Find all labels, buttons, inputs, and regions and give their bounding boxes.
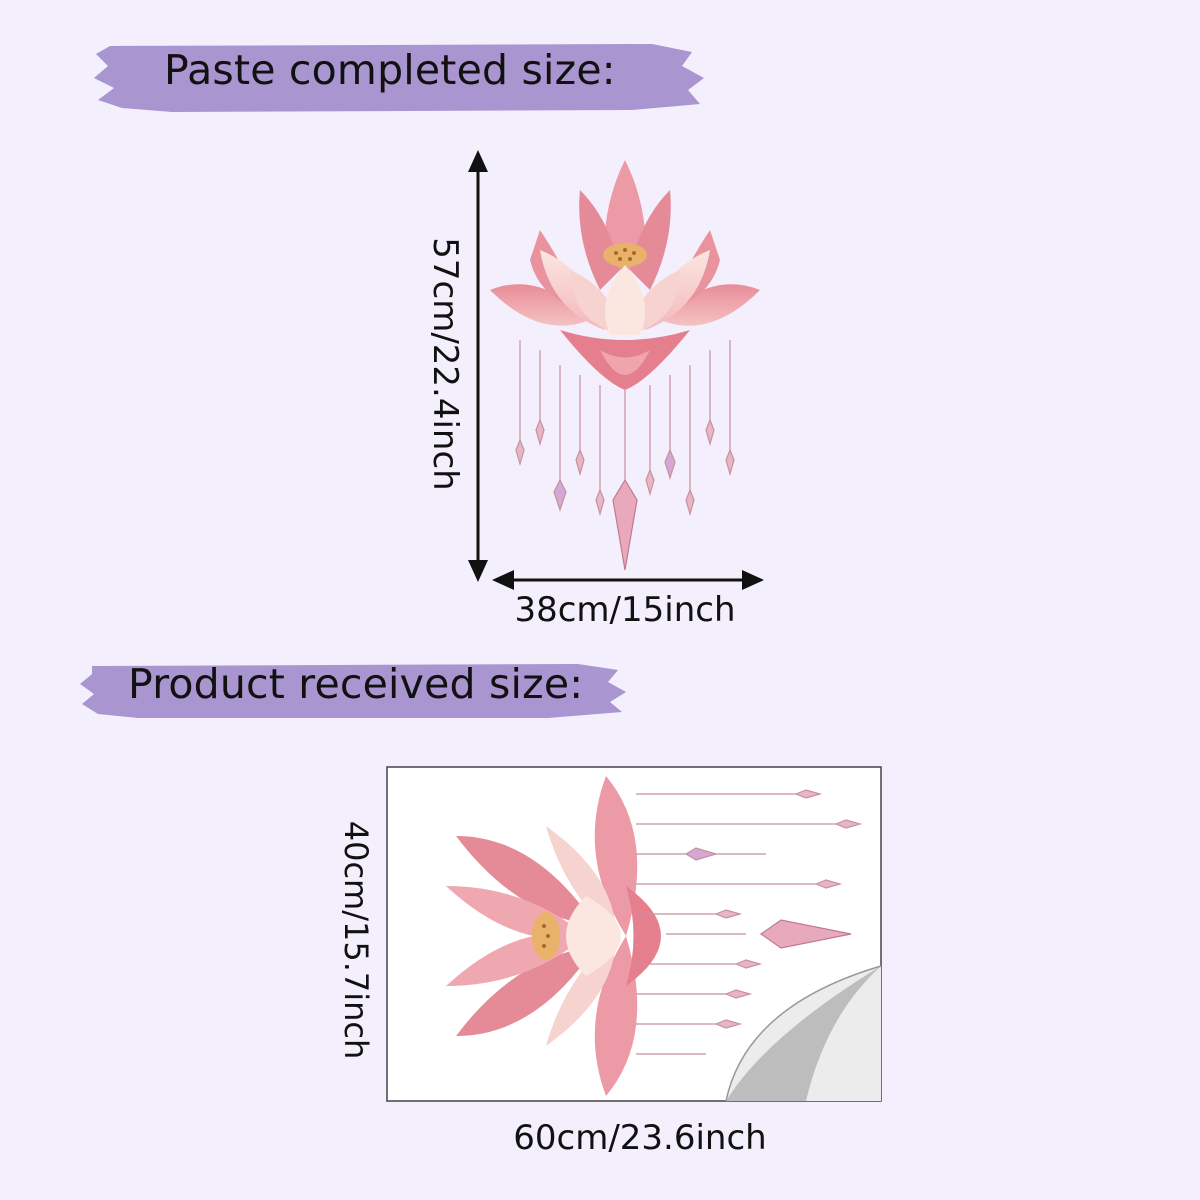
brush-stroke-bg bbox=[80, 664, 626, 718]
brush-stroke-bg bbox=[94, 44, 704, 112]
received-size-title: Product received size: bbox=[128, 660, 584, 708]
paste-size-title: Paste completed size: bbox=[164, 46, 616, 94]
sticker-sheet-curl-icon bbox=[386, 766, 882, 1102]
received-width-label: 60cm/23.6inch bbox=[513, 1118, 767, 1158]
received-height-label: 40cm/15.7inch bbox=[337, 820, 375, 1060]
received-size-banner: Product received size: bbox=[78, 658, 628, 722]
paste-size-banner: Paste completed size: bbox=[92, 38, 710, 116]
paste-width-label: 38cm/15inch bbox=[514, 590, 736, 630]
crystal-strands bbox=[515, 340, 735, 571]
lotus-chandelier-decal-icon bbox=[490, 160, 760, 571]
paste-height-label: 57cm/22.4inch bbox=[425, 237, 465, 491]
